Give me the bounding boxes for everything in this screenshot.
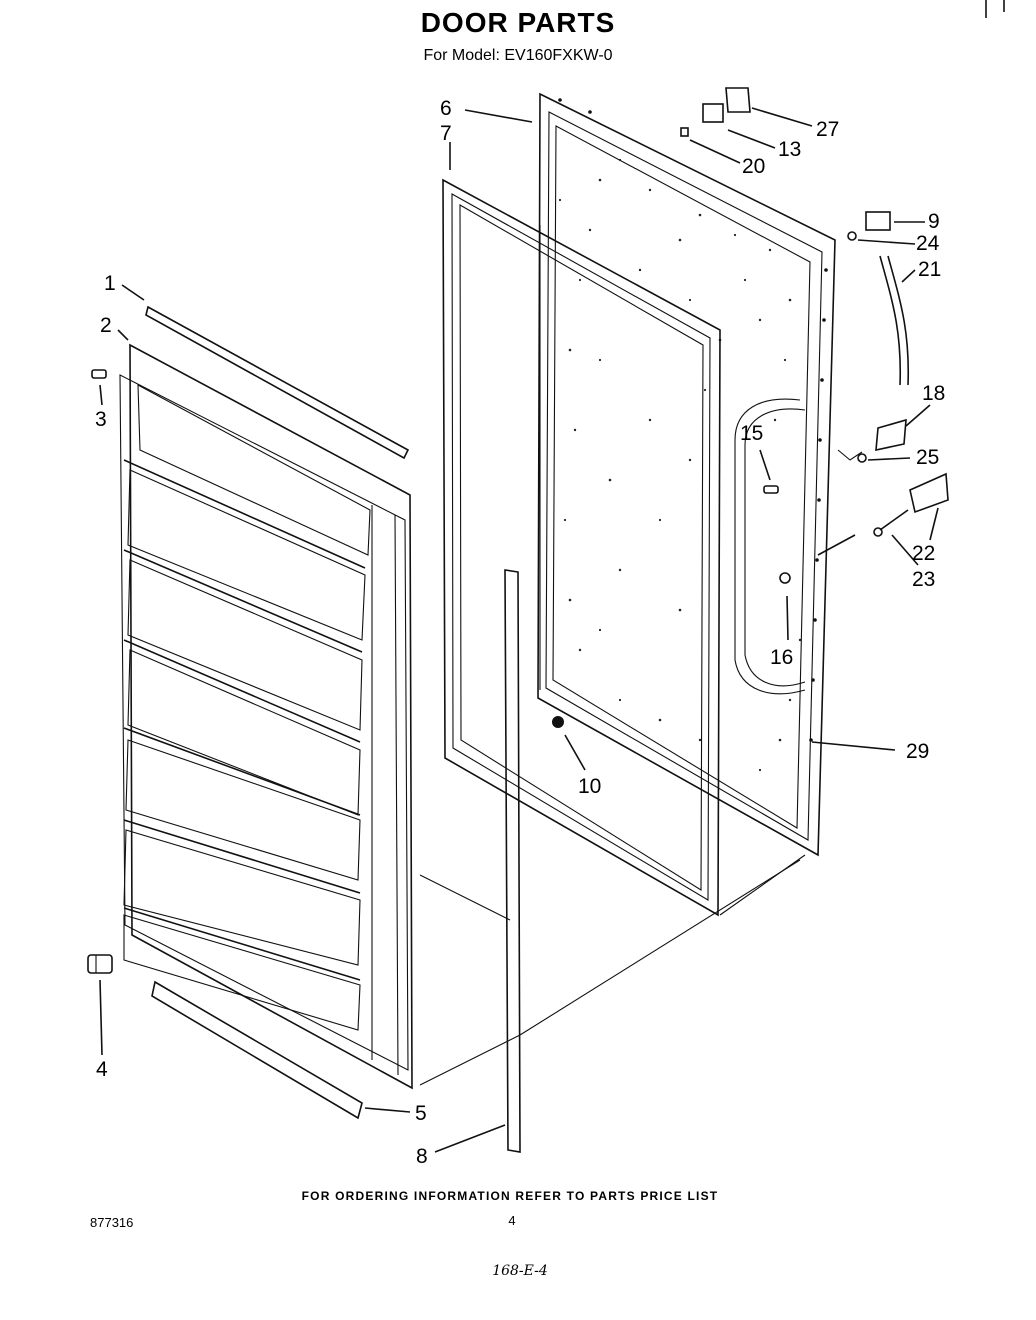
inner-door-liner [119, 343, 413, 1090]
callout-23: 23 [912, 568, 935, 591]
page-title: DOOR PARTS [421, 7, 616, 38]
callout-2: 2 [100, 314, 112, 337]
callout-20: 20 [742, 155, 765, 178]
screw-holes [558, 98, 828, 742]
part-3-screw [91, 369, 107, 379]
diagram-number: 877316 [90, 1215, 133, 1230]
callout-21: 21 [918, 258, 941, 281]
callout-6: 6 [440, 97, 452, 120]
door-gasket [442, 178, 721, 917]
callout-16: 16 [770, 646, 793, 669]
callout-8: 8 [416, 1145, 428, 1168]
ordering-note: FOR ORDERING INFORMATION REFER TO PARTS … [302, 1189, 719, 1203]
insulation-texture [558, 158, 802, 772]
outer-door-panel [537, 92, 836, 857]
callout-15: 15 [740, 422, 763, 445]
part-25-spring [837, 449, 867, 463]
callout-9: 9 [928, 210, 940, 233]
part-21-wire [879, 255, 910, 386]
alignment-lines [419, 854, 806, 1086]
part-18-bracket [875, 418, 907, 452]
callout-5: 5 [415, 1102, 427, 1125]
callout-22: 22 [912, 542, 935, 565]
bottom-trim-strip [151, 980, 363, 1120]
callout-4: 4 [96, 1058, 108, 1081]
callout-7: 7 [440, 122, 452, 145]
callout-3: 3 [95, 408, 107, 431]
callout-18: 18 [922, 382, 945, 405]
handwritten-code: 168-E-4 [492, 1263, 548, 1279]
part-23-pin [873, 509, 909, 537]
part-4-clip [87, 954, 113, 974]
part-22-hinge-plate [909, 472, 949, 514]
part-9-switch [847, 211, 891, 241]
callout-1: 1 [104, 272, 116, 295]
callout-25: 25 [916, 446, 939, 469]
callout-29: 29 [906, 740, 929, 763]
callout-10: 10 [578, 775, 601, 798]
top-trim-strip [145, 305, 410, 460]
callout-27: 27 [816, 118, 839, 141]
part-16-bushing [779, 572, 791, 584]
model-subtitle: For Model: EV160FXKW-0 [423, 47, 612, 64]
leader-lines [99, 107, 939, 1153]
part-27-plate [680, 87, 751, 137]
gasket-strip [504, 569, 521, 1153]
callout-13: 13 [778, 138, 801, 161]
callout-24: 24 [916, 232, 940, 255]
part-15-screw [763, 485, 779, 494]
part-10-foot [552, 716, 564, 728]
page-number: 4 [508, 1213, 515, 1228]
